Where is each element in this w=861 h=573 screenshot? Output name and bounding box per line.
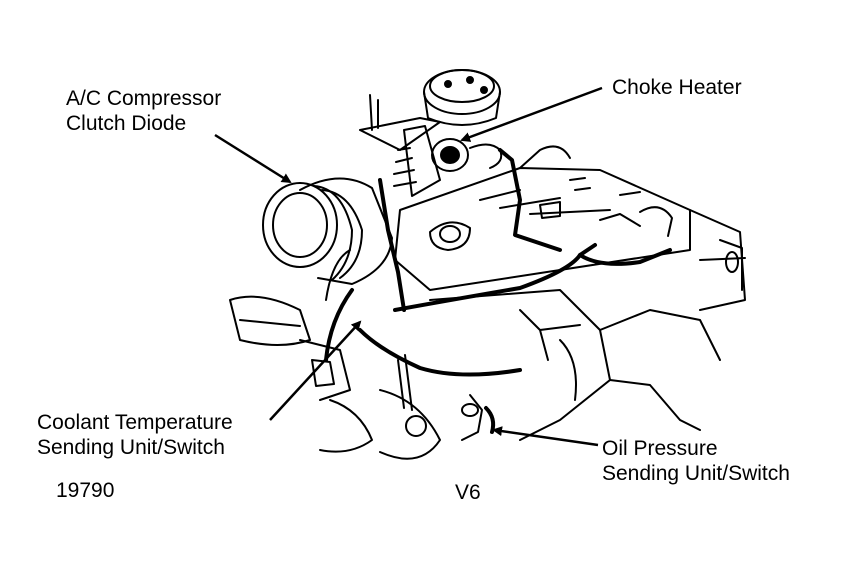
arrow-coolant-temp — [269, 320, 362, 421]
label-line: Choke Heater — [612, 76, 742, 99]
firewall-components — [599, 206, 746, 311]
label-line: Oil Pressure — [602, 437, 718, 460]
label-line: Sending Unit/Switch — [602, 462, 790, 485]
engine-left-side — [229, 249, 373, 453]
label-oil-pressure-sending-unit: Oil Pressure Sending Unit/Switch — [602, 436, 790, 486]
wire-harness — [324, 148, 672, 377]
label-choke-heater: Choke Heater — [612, 75, 742, 100]
label-line: Coolant Temperature — [37, 411, 233, 434]
ac-compressor — [262, 177, 393, 285]
valve-cover — [394, 145, 691, 291]
arrow-ac-compressor — [214, 133, 292, 184]
label-line: Sending Unit/Switch — [37, 436, 225, 459]
arrow-oil-pressure — [492, 426, 599, 447]
arrow-choke-heater — [460, 86, 603, 142]
engine-type-label: V6 — [455, 481, 481, 504]
air-cleaner — [359, 69, 501, 151]
callout-arrows — [214, 86, 603, 447]
label-ac-compressor-clutch-diode: A/C Compressor Clutch Diode — [66, 86, 221, 136]
engine-illustration — [229, 69, 746, 460]
choke-heater-housing — [393, 125, 503, 197]
figure-number: 19790 — [56, 479, 115, 502]
label-line: Clutch Diode — [66, 112, 187, 135]
label-coolant-temperature-sending-unit: Coolant Temperature Sending Unit/Switch — [37, 410, 233, 460]
label-line: A/C Compressor — [66, 87, 222, 110]
engine-block-lower — [379, 289, 721, 460]
